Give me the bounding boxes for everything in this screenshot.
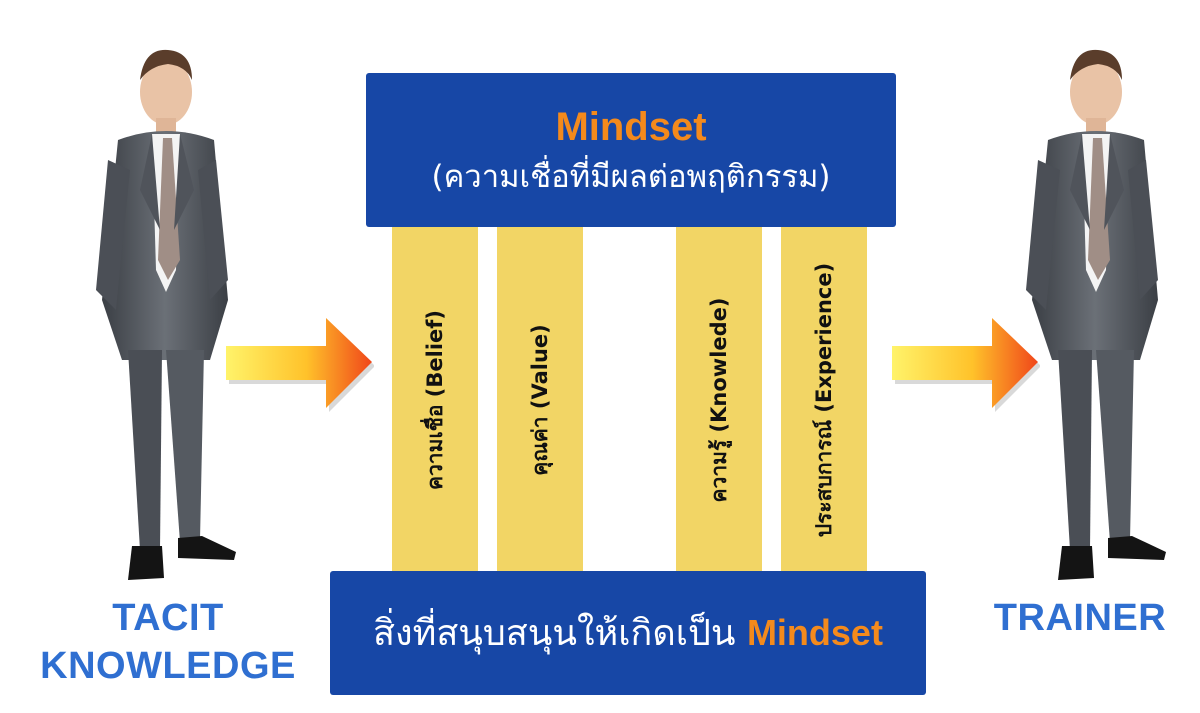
arrow-right-icon [888,308,1040,416]
businessman-left-figure [88,30,238,585]
support-box: สิ่งที่สนุบสนุนให้เกิดเป็น Mindset [330,571,926,695]
mindset-title: Mindset [555,105,707,149]
mindset-subtitle: (ความเชื่อที่มีผลต่อพฤติกรรม) [431,159,831,195]
tacit-knowledge-label: TACIT KNOWLEDGE [18,594,318,690]
businessman-right-figure [1018,30,1168,585]
person-icon [1026,49,1166,580]
tacit-knowledge-line1: TACIT [112,597,224,639]
pillar-belief: ความเชื่อ (Belief) [392,227,478,572]
support-text-main: สิ่งที่สนุบสนุนให้เกิดเป็น [373,612,747,654]
support-text: สิ่งที่สนุบสนุนให้เกิดเป็น Mindset [373,609,883,658]
support-text-accent: Mindset [746,611,883,653]
arrow-right-icon [222,308,374,416]
pillar-knowledge-label: ความรู้ (Knowlede) [707,296,731,503]
person-icon [96,49,236,580]
pillar-experience-label: ประสบการณ์ (Experience) [812,262,836,537]
pillar-value-label: คุณค่า (Value) [528,323,552,476]
mindset-box: Mindset (ความเชื่อที่มีผลต่อพฤติกรรม) [366,73,896,227]
pillar-belief-label: ความเชื่อ (Belief) [423,309,447,490]
pillar-experience: ประสบการณ์ (Experience) [781,227,867,572]
trainer-label: TRAINER [993,597,1167,639]
tacit-knowledge-line2: KNOWLEDGE [40,645,296,687]
pillar-value: คุณค่า (Value) [497,227,583,572]
pillar-knowledge: ความรู้ (Knowlede) [676,227,762,572]
